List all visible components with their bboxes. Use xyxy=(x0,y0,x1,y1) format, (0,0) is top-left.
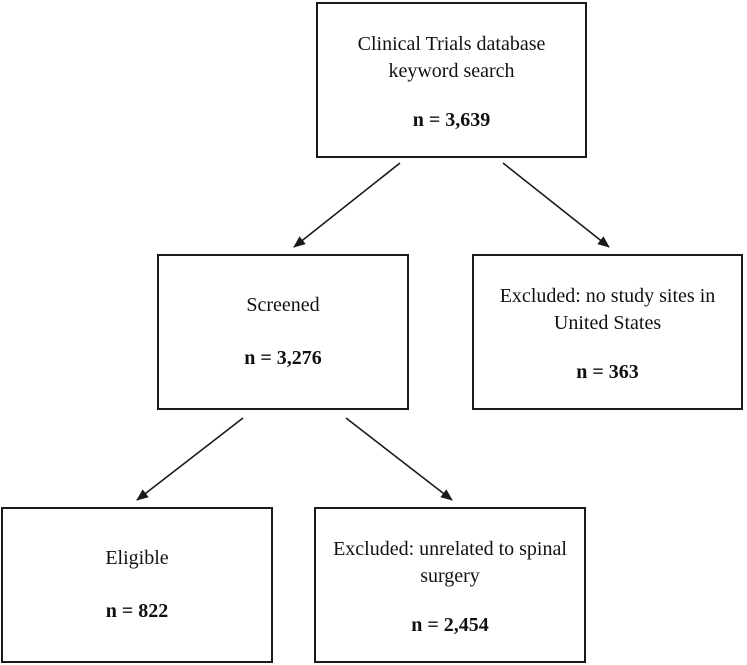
eligible-count: n = 822 xyxy=(105,600,169,622)
eligible-box: Eligible n = 822 xyxy=(1,507,273,663)
excluded-us-box: Excluded: no study sites in United State… xyxy=(472,254,743,410)
screened-count: n = 3,276 xyxy=(244,347,322,369)
excluded-spinal-label: Excluded: unrelated to spinal surgery xyxy=(333,537,567,587)
arrow-screened-to-excluded-spinal xyxy=(345,417,453,501)
excluded-spinal-box: Excluded: unrelated to spinal surgery n … xyxy=(314,507,586,663)
screened-box: Screened n = 3,276 xyxy=(157,254,409,410)
excluded-us-label: Excluded: no study sites in United State… xyxy=(499,284,716,334)
screened-label: Screened xyxy=(246,294,320,316)
excluded-spinal-count: n = 2,454 xyxy=(411,613,489,636)
search-label: Clinical Trials database keyword search xyxy=(357,32,546,82)
search-box: Clinical Trials database keyword search … xyxy=(316,2,587,158)
excluded-us-count: n = 363 xyxy=(576,360,639,383)
arrow-search-to-excluded-us xyxy=(502,162,610,248)
eligible-label: Eligible xyxy=(105,547,169,569)
arrow-search-to-screened xyxy=(293,162,401,248)
arrow-screened-to-eligible xyxy=(136,417,244,501)
search-count: n = 3,639 xyxy=(412,108,491,131)
